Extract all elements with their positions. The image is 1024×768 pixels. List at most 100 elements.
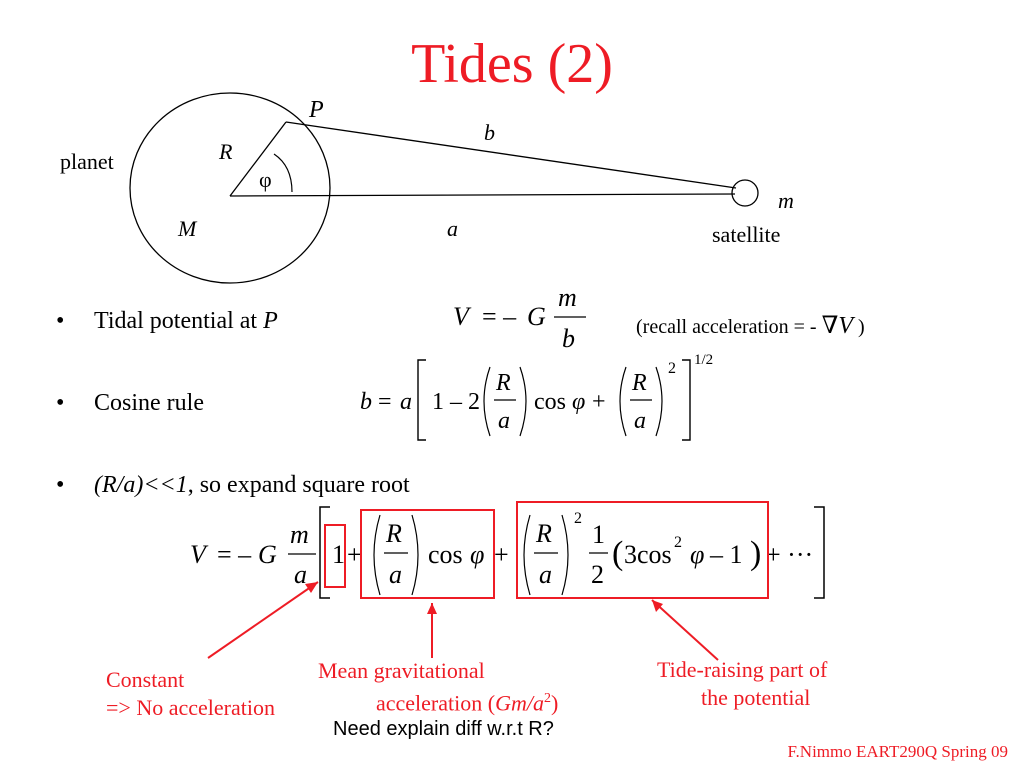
- highlight-constant-box: [324, 524, 346, 588]
- svg-text:b: b: [562, 324, 575, 353]
- recall-acceleration-note: (recall acceleration = - ∇V ): [636, 311, 865, 340]
- svg-text:a: a: [498, 408, 510, 434]
- bullet-text: Cosine rule: [94, 390, 204, 416]
- annotation-mean-sup: 2: [543, 691, 551, 706]
- annotation-constant: Constant => No acceleration: [106, 666, 275, 722]
- tide-geometry-diagram: P b R φ planet m M a satellite: [60, 92, 794, 284]
- arrowhead-tide: [652, 600, 663, 612]
- annotation-mean-italic: Gm/a: [495, 690, 544, 716]
- line-a: [229, 193, 736, 197]
- svg-text:1: 1: [332, 540, 345, 569]
- svg-text:G: G: [527, 302, 546, 331]
- svg-text:= –: = –: [217, 540, 252, 569]
- planet-circle: [129, 92, 331, 284]
- svg-text:a: a: [400, 389, 412, 415]
- svg-text:b: b: [360, 389, 372, 415]
- svg-text:R: R: [631, 370, 647, 396]
- annotation-mean-line2: acceleration (Gm/a2): [318, 685, 558, 717]
- line-R: [229, 121, 287, 197]
- svg-text:+: +: [592, 389, 606, 415]
- svg-text:a: a: [539, 560, 552, 589]
- highlight-tide-box: [516, 501, 769, 599]
- svg-text:m: m: [290, 520, 309, 549]
- svg-text:= –: = –: [482, 302, 517, 331]
- arrowhead-constant: [305, 582, 318, 593]
- svg-text:φ: φ: [690, 540, 704, 569]
- line-b: [285, 121, 737, 189]
- annotation-constant-line1: Constant: [106, 667, 185, 692]
- svg-text:a: a: [634, 408, 646, 434]
- svg-text:1/2: 1/2: [694, 352, 713, 368]
- svg-text:φ: φ: [572, 389, 585, 415]
- svg-text:2: 2: [591, 560, 604, 589]
- svg-text:R: R: [535, 519, 552, 548]
- recall-V: V: [838, 313, 854, 339]
- equation-expansion: V = – G m a 1 + R a cos φ + R a 2 1 2: [190, 506, 825, 599]
- bullet-dot: •: [56, 472, 65, 498]
- svg-text:): ): [750, 535, 761, 572]
- svg-text:cos: cos: [428, 540, 463, 569]
- svg-text:(: (: [612, 535, 623, 572]
- svg-text:a: a: [389, 560, 402, 589]
- bullet-cosine-rule: • Cosine rule: [56, 390, 204, 417]
- svg-text:2: 2: [668, 360, 676, 377]
- svg-text:2: 2: [674, 534, 682, 551]
- annotation-mean-pre: acceleration (: [376, 690, 496, 716]
- annotation-tide-raising: Tide-raising part of the potential: [657, 656, 827, 712]
- equation-tidal-potential: V = – G m b: [453, 283, 586, 353]
- svg-text:+ ···: + ···: [766, 540, 813, 569]
- arrow-constant: [207, 581, 319, 659]
- svg-text:V: V: [453, 302, 472, 331]
- svg-text:1 – 2: 1 – 2: [432, 389, 480, 415]
- annotation-constant-line2: => No acceleration: [106, 695, 275, 720]
- slide-title: Tides (2): [411, 33, 613, 95]
- arrow-tide: [651, 599, 719, 661]
- svg-text:a: a: [294, 560, 307, 589]
- recall-text: (recall acceleration = -: [636, 316, 822, 338]
- svg-text:G: G: [258, 540, 277, 569]
- svg-text:m: m: [558, 283, 577, 312]
- annotation-tide-line1: Tide-raising part of: [657, 657, 828, 682]
- highlight-mean-box: [360, 509, 495, 599]
- annotation-mean-post: ): [550, 690, 559, 716]
- angle-arc: [273, 153, 293, 193]
- annotation-mean-line1: Mean gravitational: [318, 658, 485, 683]
- bullet-dot: •: [56, 390, 65, 416]
- bullet-italic: P: [263, 308, 278, 334]
- label-M: M: [177, 216, 198, 241]
- label-m: m: [778, 188, 794, 213]
- bullet-tidal-potential: • Tidal potential at P: [56, 308, 278, 335]
- nabla-symbol: ∇: [821, 313, 839, 339]
- bullet-italic: (R/a)<<1: [94, 472, 188, 498]
- bullet-text: Tidal potential at: [94, 308, 264, 334]
- slide-footer: F.Nimmo EART290Q Spring 09: [787, 742, 1008, 761]
- label-phi: φ: [259, 167, 272, 192]
- svg-text:– 1: – 1: [709, 540, 743, 569]
- svg-text:R: R: [385, 519, 402, 548]
- svg-text:R: R: [495, 370, 511, 396]
- svg-text:1: 1: [592, 520, 605, 549]
- annotation-tide-line2: the potential: [701, 685, 811, 710]
- svg-text:+: +: [347, 540, 362, 569]
- explain-note: Need explain diff w.r.t R?: [333, 718, 554, 740]
- svg-text:2: 2: [574, 510, 582, 527]
- bullet-text: , so expand square root: [187, 472, 410, 498]
- svg-text:V: V: [190, 540, 209, 569]
- arrowhead-mean: [427, 603, 437, 614]
- svg-text:φ: φ: [470, 540, 484, 569]
- svg-text:3cos: 3cos: [624, 540, 672, 569]
- label-P: P: [308, 97, 324, 123]
- label-b: b: [484, 120, 495, 145]
- bullet-dot: •: [56, 308, 65, 334]
- svg-text:=: =: [378, 389, 392, 415]
- recall-close: ): [853, 316, 865, 338]
- label-a: a: [447, 216, 458, 241]
- label-R: R: [218, 139, 233, 164]
- equation-cosine-rule: b = a 1 – 2 R a cos φ + R a 2 1/2: [360, 352, 713, 441]
- svg-text:cos: cos: [534, 389, 566, 415]
- satellite-circle: [731, 179, 759, 207]
- svg-text:+: +: [494, 540, 509, 569]
- label-planet: planet: [60, 149, 114, 174]
- bullet-expand: • (R/a)<<1, so expand square root: [56, 472, 410, 499]
